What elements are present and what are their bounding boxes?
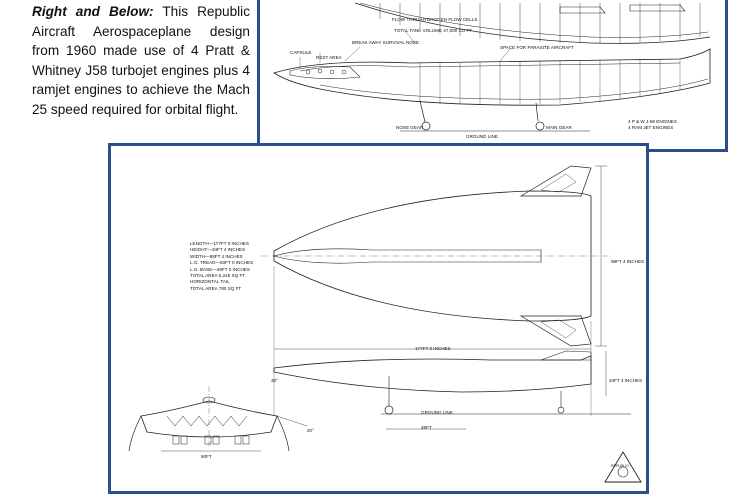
caption-paragraph: Right and Below: This Republic Aircraft … [32,2,250,120]
tread-label: 50FT [201,454,212,459]
wheelbase-label: 48FT [421,425,432,430]
label-space-for: Space for parasite aircraft [500,45,574,50]
label-rest-area: Rest area [316,55,342,60]
label-break-away: Break away survival nose [352,40,420,45]
label-main-gear: Main gear [546,125,572,130]
label-engines-2: 4 ram jet engines [628,125,674,130]
label-flow-thru: Flow thru hydrogen flow cells [392,17,478,22]
spec-line: LENGTH—177FT 0 INCHES [190,241,249,246]
span-dimension-label: 98FT 4 INCHES [611,259,645,264]
height-dimension-label: 34FT 4 INCHES [609,378,643,383]
caption-lead: Right and Below: [32,4,154,19]
republic-logo-text: Republic [611,464,629,468]
label-capsule: Capsule [290,50,312,55]
three-view-drawing-frame: LENGTH—177FT 0 INCHES HEIGHT—34FT 4 INCH… [108,143,649,494]
spec-line: L.G. TREAD—50FT 0 INCHES [190,260,254,266]
spec-line: HEIGHT—34FT 4 INCHES [190,247,246,253]
spec-list: LENGTH—177FT 0 INCHES HEIGHT—34FT 4 INCH… [190,241,253,292]
side-cutaway-drawing-frame: Flow thru hydrogen flow cells Total tank… [257,0,728,152]
label-ground-line-top: Ground line [466,134,498,139]
three-view-drawing [128,165,642,483]
label-nose-gear: Nose gear [396,125,424,130]
angle-side-label: 20° [307,428,314,433]
caption-body: This Republic Aircraft Aerospaceplane de… [32,4,250,117]
spec-line: HORIZONTAL TAIL [190,279,230,285]
label-engines-1: 4 P & W J-58 engines [628,119,677,124]
side-cutaway-drawing [273,2,711,132]
spec-line: L.G. BASE—48FT 0 INCHES [190,266,250,272]
spec-line: TOTAL AREA 5,245 SQ FT [190,273,246,279]
spec-line: TOTAL AREA 780 SQ FT [190,285,242,291]
label-tank-volume: Total tank volume 47,000 cu ft [394,28,473,33]
ground-line-label: GROUND LINE [421,410,453,415]
length-dimension-label: 177FT 0 INCHES [415,346,451,351]
spec-line: WIDTH—98FT 4 INCHES [190,253,243,259]
angle-top-label: 30° [271,378,278,383]
